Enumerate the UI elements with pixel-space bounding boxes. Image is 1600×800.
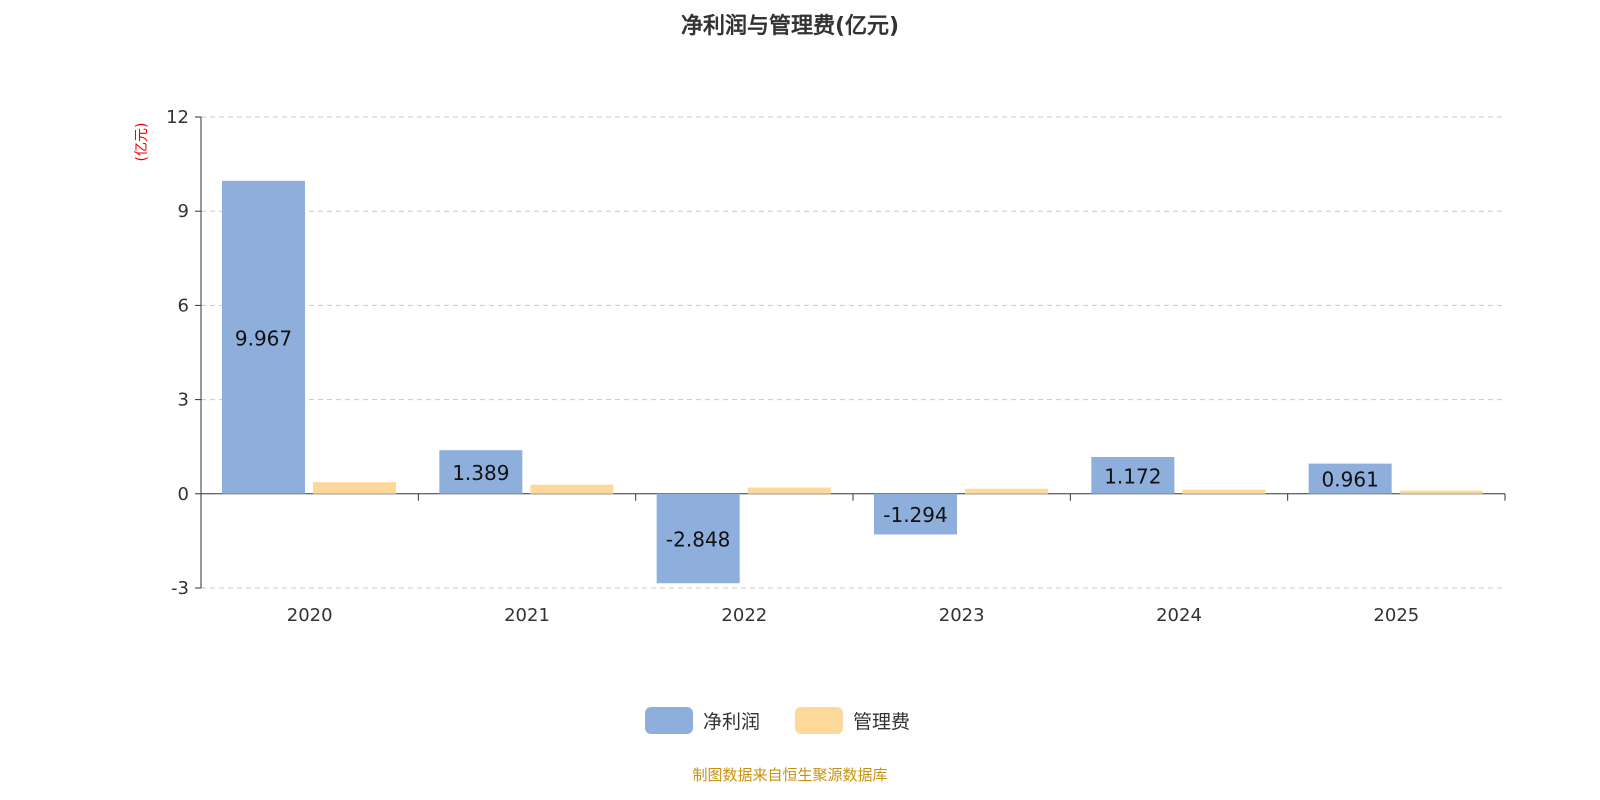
x-tick-label: 2025 — [1373, 605, 1419, 626]
bar-净利润-2025 — [1308, 463, 1392, 494]
bar-净利润-2020 — [222, 180, 305, 494]
data-label: 9.967 — [235, 326, 292, 350]
legend-label[interactable]: 净利润 — [703, 711, 760, 733]
y-tick-label: 9 — [178, 201, 189, 222]
bar-净利润-2022 — [656, 493, 740, 584]
bar-管理费-2022 — [747, 487, 831, 494]
y-axis-label: (亿元) — [134, 123, 150, 162]
bar-净利润-2021 — [439, 450, 523, 494]
legend-swatch[interactable] — [645, 707, 693, 734]
y-tick-label: 12 — [166, 107, 189, 128]
y-tick-label: 6 — [178, 295, 189, 316]
bar-管理费-2021 — [530, 484, 614, 494]
y-tick-label: 0 — [178, 484, 189, 505]
bar-管理费-2025 — [1399, 490, 1483, 494]
y-tick-label: 3 — [178, 390, 189, 411]
x-tick-label: 2023 — [939, 605, 985, 626]
data-label: 1.172 — [1104, 464, 1161, 488]
data-label: 0.961 — [1322, 468, 1379, 492]
y-tick-label: -3 — [171, 578, 189, 599]
bar-管理费-2024 — [1182, 489, 1266, 494]
x-tick-label: 2022 — [721, 605, 767, 626]
legend-swatch[interactable] — [795, 707, 843, 734]
x-tick-label: 2021 — [504, 605, 550, 626]
chart-title: 净利润与管理费(亿元) — [681, 13, 899, 39]
legend-label[interactable]: 管理费 — [853, 711, 910, 733]
bar-净利润-2023 — [874, 493, 957, 535]
x-tick-label: 2024 — [1156, 605, 1202, 626]
data-label: 1.389 — [452, 461, 509, 485]
x-tick-label: 2020 — [287, 605, 333, 626]
data-label: -2.848 — [666, 528, 730, 552]
bar-管理费-2020 — [313, 482, 396, 494]
bar-净利润-2024 — [1091, 456, 1175, 494]
source-note: 制图数据来自恒生聚源数据库 — [692, 766, 887, 784]
data-label: -1.294 — [883, 503, 947, 527]
bar-管理费-2023 — [965, 488, 1048, 494]
